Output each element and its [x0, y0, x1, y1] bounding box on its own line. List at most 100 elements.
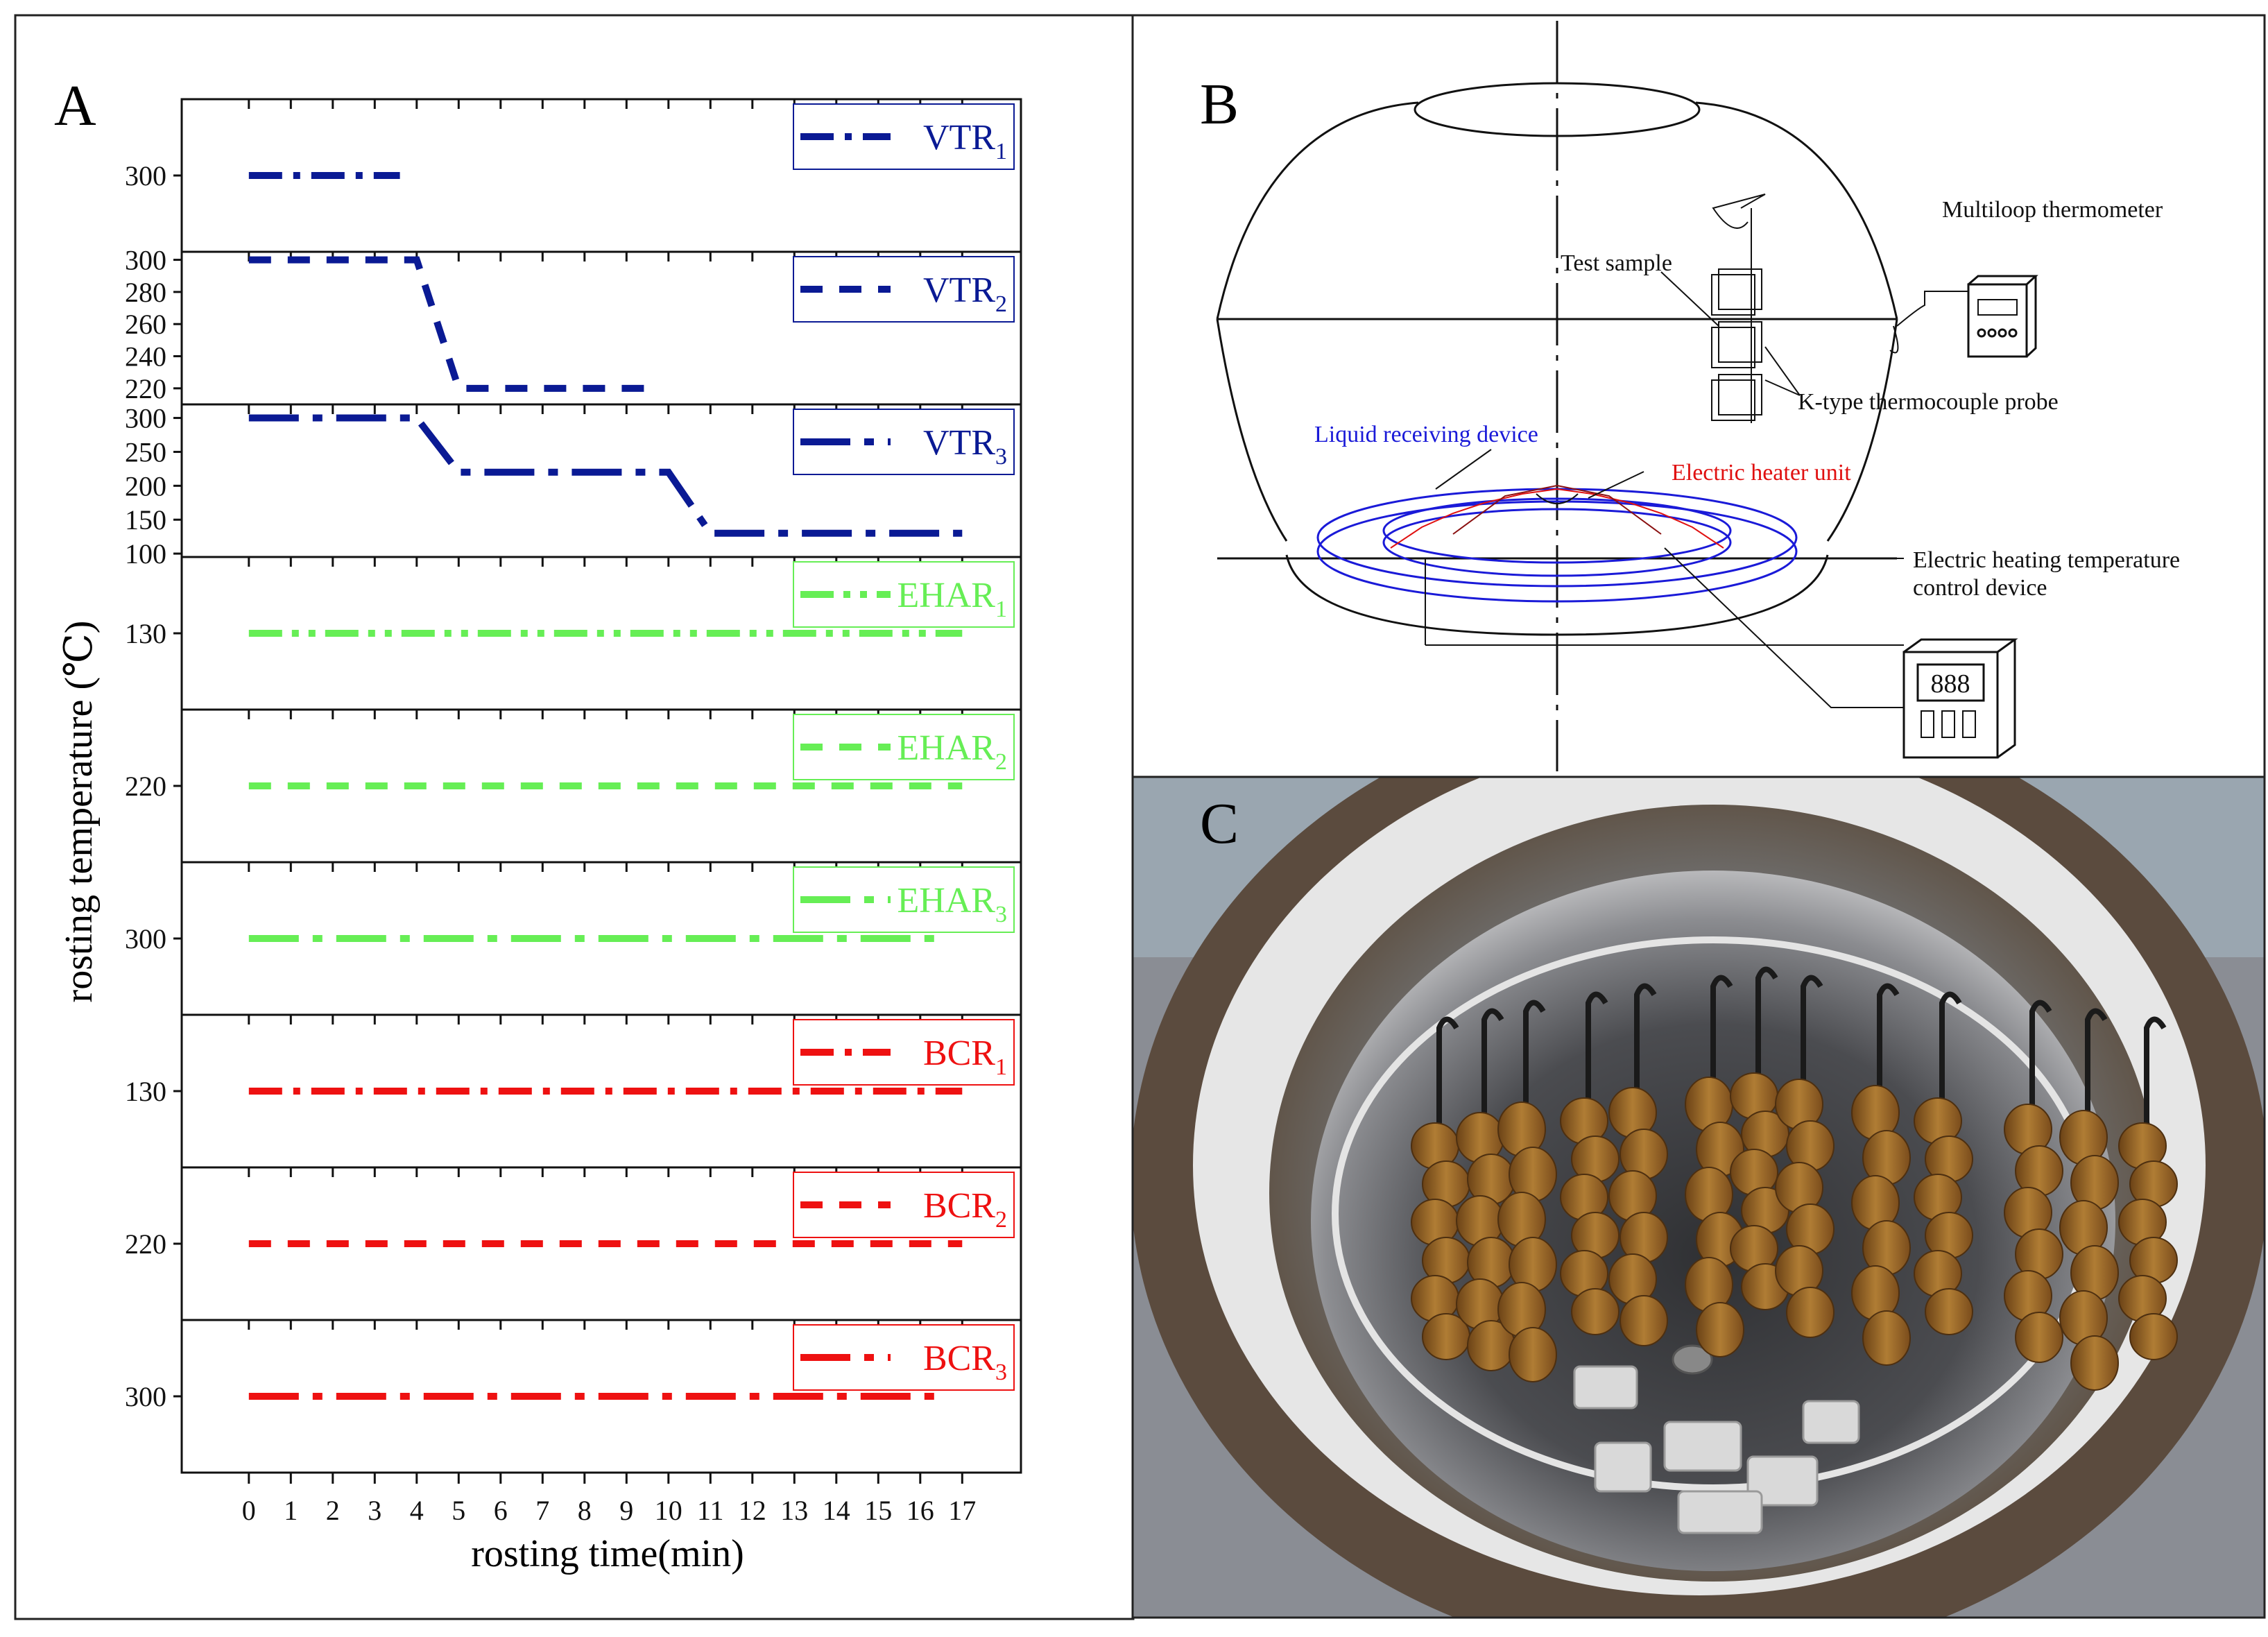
- x-tick-label: 0: [242, 1495, 256, 1526]
- y-axis-label: rosting temperature (℃): [58, 621, 101, 1003]
- panel-c: C: [1131, 775, 2266, 1619]
- y-tick-label: 250: [125, 436, 166, 468]
- multiloop-thermometer: [1967, 275, 2038, 358]
- legend-label: EHAR3: [897, 881, 1007, 927]
- x-tick-label: 10: [655, 1495, 682, 1526]
- subplot-bcr-1: 130 BCR1: [125, 1013, 1022, 1169]
- heater-coil: [1390, 488, 1724, 549]
- x-tick-label: 16: [907, 1495, 934, 1526]
- label-control-line2: control device: [1913, 575, 2047, 601]
- heater-frame: [1452, 484, 1662, 535]
- panel-c-frame: [1131, 775, 2266, 1619]
- panel-b-letter: B: [1200, 72, 1239, 137]
- skewer-rod: [2029, 1000, 2052, 1115]
- series-line-vtr3: [248, 414, 963, 537]
- meat-piece: [2070, 1335, 2119, 1391]
- skewer-rod: [1586, 991, 1608, 1107]
- x-tick-label: 11: [697, 1495, 724, 1526]
- y-tick-label: 130: [125, 1076, 166, 1107]
- meat-piece: [1571, 1288, 1620, 1335]
- skewer-rod: [2085, 1008, 2108, 1124]
- skewer-rod: [1877, 983, 1900, 1099]
- control-display: 888: [1931, 669, 1970, 698]
- legend-bcr3: BCR3: [793, 1324, 1015, 1391]
- legend-box: [793, 1172, 1015, 1238]
- subplot-ehar-1: 130 EHAR1: [125, 556, 1022, 711]
- y-tick-label: 200: [125, 470, 166, 502]
- skewer-rod: [1634, 983, 1657, 1099]
- y-tick-label: 300: [125, 160, 166, 191]
- temperature-control-device: 888: [1902, 638, 2018, 759]
- x-axis-label: rosting time(min): [471, 1532, 744, 1575]
- meat-piece: [1786, 1287, 1835, 1338]
- legend-label: BCR3: [923, 1339, 1007, 1385]
- x-tick-label: 14: [823, 1495, 850, 1526]
- oven-photo: [1133, 777, 2265, 1618]
- label-multiloop-thermometer: Multiloop thermometer: [1942, 197, 2163, 223]
- legend-label: BCR1: [923, 1034, 1007, 1080]
- meat-piece: [1696, 1302, 1744, 1357]
- meat-piece: [1925, 1288, 1973, 1335]
- x-tick-label: 1: [284, 1495, 298, 1526]
- x-tick-label: 5: [452, 1495, 465, 1526]
- legend-label: VTR1: [923, 118, 1007, 164]
- skewers: [1411, 966, 2178, 1391]
- legend-label: BCR2: [923, 1186, 1007, 1233]
- y-tick-label: 220: [125, 373, 166, 404]
- panel-a-letter: A: [54, 74, 96, 138]
- legend-label: VTR2: [923, 271, 1007, 317]
- y-tick-label: 300: [125, 923, 166, 954]
- panel-b: B: [1131, 14, 2266, 778]
- oven-lower-body: [1216, 318, 1898, 542]
- x-tick-label: 3: [368, 1495, 381, 1526]
- panel-a: A 300VTR1220240260280300VTR2100150200250…: [14, 14, 1135, 1620]
- y-tick-label: 240: [125, 341, 166, 372]
- x-tick-label: 6: [494, 1495, 508, 1526]
- meat-piece: [1862, 1310, 1911, 1366]
- skewer-rod: [2144, 1016, 2167, 1132]
- skewer-rod: [1523, 1000, 1546, 1115]
- legend-bcr1: BCR1: [793, 1019, 1015, 1086]
- subplots: 300VTR1220240260280300VTR210015020025030…: [125, 98, 1022, 1474]
- y-tick-label: 220: [125, 1228, 166, 1260]
- legend-box: [793, 714, 1015, 780]
- meat-piece: [1620, 1295, 1668, 1346]
- series-line-vtr2: [248, 256, 652, 392]
- legend-vtr3: VTR3: [793, 409, 1015, 475]
- legend-ehar1: EHAR1: [793, 561, 1015, 628]
- legend-ehar3: EHAR3: [793, 866, 1015, 933]
- meat-piece: [2015, 1312, 2063, 1363]
- y-tick-label: 300: [125, 403, 166, 434]
- legend-vtr2: VTR2: [793, 256, 1015, 323]
- legend-vtr1: VTR1: [793, 103, 1015, 170]
- y-tick-label: 150: [125, 504, 166, 535]
- oven-top-opening: [1414, 82, 1701, 137]
- label-thermocouple: K-type thermocouple probe: [1798, 389, 2059, 415]
- skewer-rod: [1710, 975, 1733, 1090]
- legend-label: EHAR2: [897, 728, 1007, 775]
- skewer-rod: [1939, 991, 1962, 1107]
- y-tick-label: 280: [125, 277, 166, 308]
- y-tick-label: 300: [125, 1381, 166, 1412]
- legend-label: EHAR1: [897, 576, 1007, 622]
- subplot-bcr-3: 300 BCR3: [125, 1319, 1022, 1474]
- x-tick-label: 17: [948, 1495, 976, 1526]
- x-tick-label: 8: [578, 1495, 592, 1526]
- sample-hook: [1712, 194, 1766, 229]
- label-test-sample: Test sample: [1561, 250, 1672, 276]
- x-tick-label: 2: [326, 1495, 340, 1526]
- skewer-rod: [1436, 1016, 1459, 1132]
- panel-b-frame: [1131, 14, 2266, 778]
- y-tick-label: 130: [125, 618, 166, 649]
- legend-box: [793, 409, 1015, 475]
- label-liquid-receiving: Liquid receiving device: [1314, 422, 1538, 447]
- subplot-bcr-2: 220 BCR2: [125, 1166, 1022, 1321]
- y-tick-label: 260: [125, 309, 166, 340]
- oven-bottom: [1285, 554, 1829, 636]
- legend-bcr2: BCR2: [793, 1172, 1015, 1238]
